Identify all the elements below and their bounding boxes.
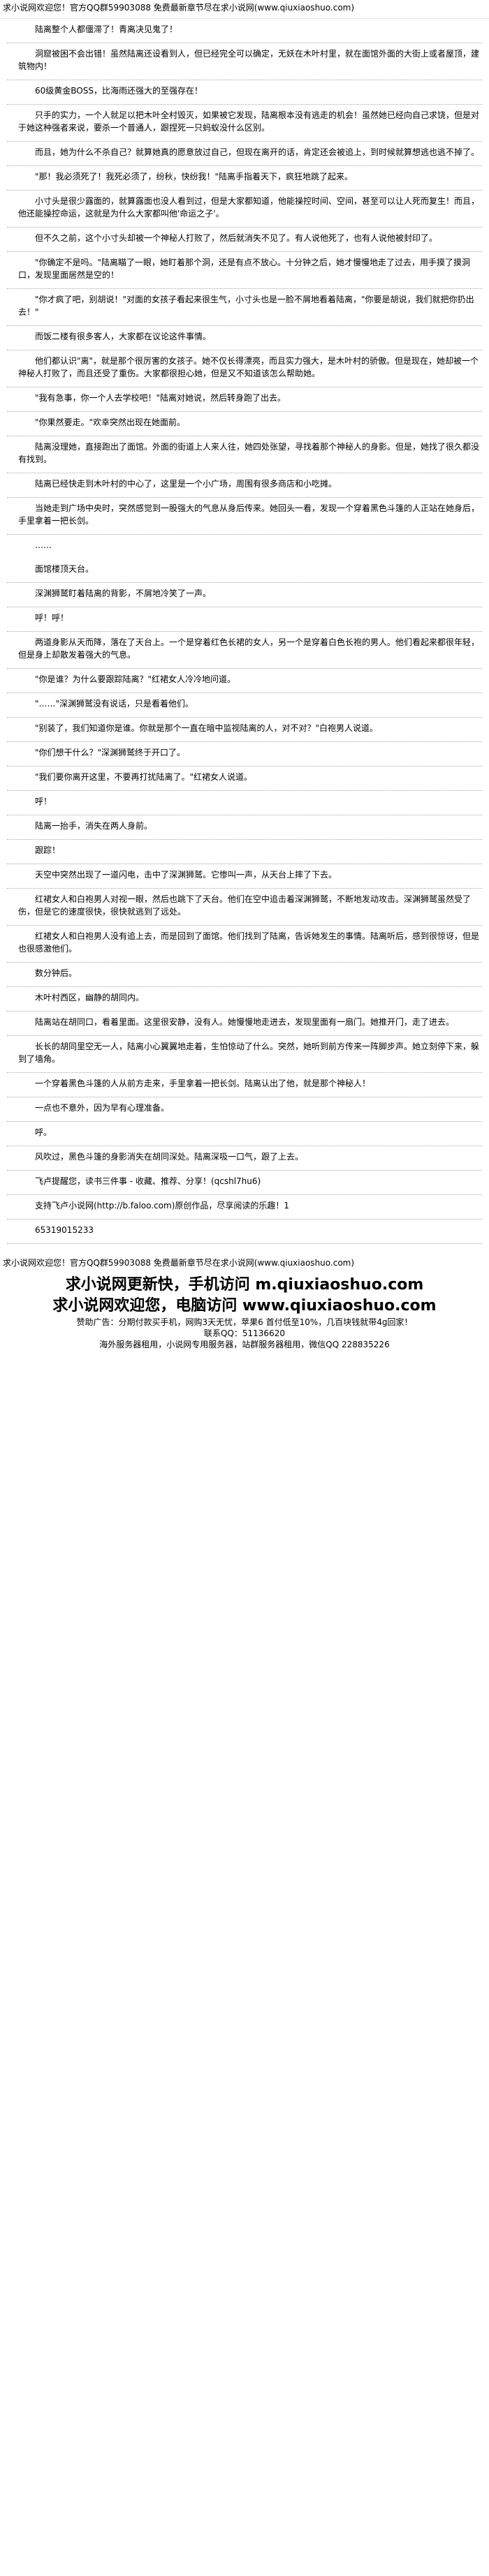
- story-paragraph: 60级黄金BOSS，比海雨还强大的至强存在！: [7, 80, 482, 105]
- promo-block: 求小说网更新快，手机访问 m.qiuxiaoshuo.com 求小说网欢迎您，电…: [0, 1275, 489, 1350]
- story-paragraph: 只手的实力，一个人就足以把木叶全村毁灭，如果被它发现，陆离根本没有逃走的机会！虽…: [7, 105, 482, 142]
- story-paragraph: 洞窟被困不会出错！虽然陆离还设看到人，但已经完全可以确定，无妖在木叶村里，就在面…: [7, 43, 482, 80]
- story-paragraph: "你是谁？为什么要跟踪陆离？"红裙女人冷冷地问道。: [7, 669, 482, 693]
- promo-contact: 联系QQ：51136620: [204, 1328, 285, 1338]
- story-paragraph: 陆离没理她，直接跑出了面馆。外面的街道上人来人往，她四处张望，寻找着那个神秘人的…: [7, 436, 482, 473]
- story-paragraph: 面馆楼顶天台。: [7, 558, 482, 583]
- story-paragraph: "你果然要走。"欢幸突然出现在她面前。: [7, 412, 482, 436]
- promo-mobile: 求小说网更新快，手机访问 m.qiuxiaoshuo.com: [65, 1276, 424, 1294]
- story-paragraph: 但不久之前，这个小寸头却被一个神秘人打败了，然后就消失不见了。有人说他死了，也有…: [7, 228, 482, 252]
- story-paragraph: 红裙女人和白袍男人对视一眼，然后也跳下了天台。他们在空中追击着深渊狮鹫，不断地发…: [7, 889, 482, 926]
- site-header: 求小说网欢迎您！官方QQ群59903088 免费最新章节尽在求小说网(www.q…: [0, 0, 489, 19]
- story-paragraph: 而饭二楼有很多客人，大家都在议论这件事情。: [7, 326, 482, 350]
- story-paragraph: "我们要你离开这里，不要再打扰陆离了。"红裙女人说道。: [7, 767, 482, 791]
- story-paragraph: 陆离站在胡同口，看着里面。这里很安静，没有人。她慢慢地走进去，发现里面有一扇门。…: [7, 1012, 482, 1036]
- story-paragraph: ……: [35, 540, 52, 550]
- story-paragraph: 呼！: [7, 791, 482, 815]
- story-paragraph: "你确定不是吗。"陆离瞄了一眼，她盯着那个洞，还是有点不放心。十分钟之后，她才慢…: [7, 252, 482, 289]
- story-paragraph: 呼！呼！: [7, 607, 482, 632]
- chapter-content: 陆离整个人都僵滞了！青离决见鬼了！洞窟被困不会出错！虽然陆离还设看到人，但已经完…: [0, 19, 489, 1171]
- story-paragraph: 天空中突然出现了一道闪电，击中了深渊狮鹫。它惨叫一声，从天台上摔了下去。: [7, 864, 482, 889]
- chapter-end-note: 飞卢提醒您，读书三件事 - 收藏、推荐、分享！(qcshl7hu6): [7, 1171, 482, 1195]
- story-paragraph: 木叶村西区，幽静的胡同内。: [7, 987, 482, 1012]
- chapter-end: 飞卢提醒您，读书三件事 - 收藏、推荐、分享！(qcshl7hu6) 支持飞卢小…: [0, 1171, 489, 1244]
- story-paragraph: 长长的胡同里空无一人，陆离小心翼翼地走着，生怕惊动了什么。突然，她听到前方传来一…: [7, 1036, 482, 1073]
- promo-desktop: 求小说网欢迎您，电脑访问 www.qiuxiaoshuo.com: [52, 1297, 437, 1315]
- story-paragraph: 他们都认识"离"，就是那个很厉害的女孩子。她不仅长得漂亮，而且实力强大，是木叶村…: [7, 350, 482, 387]
- story-paragraph: 陆离整个人都僵滞了！青离决见鬼了！: [7, 19, 482, 43]
- story-paragraph: 风吹过，黑色斗篷的身影消失在胡同深处。陆离深吸一口气，跟了上去。: [7, 1146, 482, 1171]
- story-paragraph: "你才疯了吧，别胡说！"对面的女孩子看起来很生气，小寸头也是一脸不屑地看着陆离，…: [7, 289, 482, 326]
- story-paragraph: 红裙女人和白袍男人没有追上去，而是回到了面馆。他们找到了陆离，告诉她发生的事情。…: [7, 926, 482, 963]
- story-paragraph: 陆离一抬手，消失在两人身前。: [7, 815, 482, 840]
- story-paragraph: 一个穿着黑色斗篷的人从前方走来，手里拿着一把长剑。陆离认出了他，就是那个神秘人！: [7, 1073, 482, 1097]
- site-footer: 求小说网欢迎您！官方QQ群59903088 免费最新章节尽在求小说网(www.q…: [3, 1258, 355, 1268]
- story-paragraph: 而且，她为什么不杀自己？就算她真的愿意放过自己，但现在离开的话，肯定还会被追上，…: [7, 142, 482, 166]
- story-paragraph: 陆离已经快走到木叶村的中心了，这里是一个小广场，周围有很多商店和小吃摊。: [7, 473, 482, 498]
- story-paragraph: 当她走到广场中央时，突然感觉到一股强大的气息从身后传来。她回头一看，发现一个穿着…: [7, 498, 482, 535]
- story-paragraph: "……"深渊狮鹫没有说话，只是看着他们。: [7, 693, 482, 718]
- story-paragraph: 小寸头是很少露面的，就算露面也没人看到过，但是大家都知道，他能操控时间、空间，甚…: [7, 191, 482, 228]
- promo-hosting: 海外服务器租用，小说网专用服务器，站群服务器租用，微信QQ 228835226: [99, 1340, 390, 1349]
- support-line-1: 支持飞卢小说网(http://b.faloo.com)原创作品，尽享阅读的乐趣！…: [7, 1195, 482, 1220]
- story-paragraph: "别装了，我们知道你是谁。你就是那个一直在暗中监视陆离的人，对不对？"白袍男人说…: [7, 718, 482, 742]
- promo-sponsor: 赞助广告：分期付款买手机，网购3天无忧，苹果6 首付低至10%，几百块钱就带4g…: [76, 1317, 413, 1327]
- story-paragraph: "你们想干什么？"深渊狮鹫终于开口了。: [7, 742, 482, 767]
- story-paragraph: 一点也不意外，因为早有心理准备。: [7, 1097, 482, 1122]
- story-paragraph: 跟踪！: [7, 840, 482, 864]
- support-line-2: 65319015233: [7, 1220, 482, 1244]
- story-paragraph: "那！我必须死了！我死必须了，纷秋，快纷我！"陆离手指着天下，疯狂地跳了起来。: [7, 166, 482, 191]
- story-paragraph: "我有急事，你一个人去学校吧！"陆离对她说，然后转身跑了出去。: [7, 387, 482, 412]
- story-paragraph: 两道身影从天而降，落在了天台上。一个是穿着红色长裙的女人，另一个是穿着白色长袍的…: [7, 632, 482, 669]
- story-paragraph: 呼。: [7, 1122, 482, 1146]
- story-paragraph: 深渊狮鹫盯着陆离的背影，不屑地冷笑了一声。: [7, 583, 482, 607]
- story-paragraph: 数分钟后。: [7, 963, 482, 987]
